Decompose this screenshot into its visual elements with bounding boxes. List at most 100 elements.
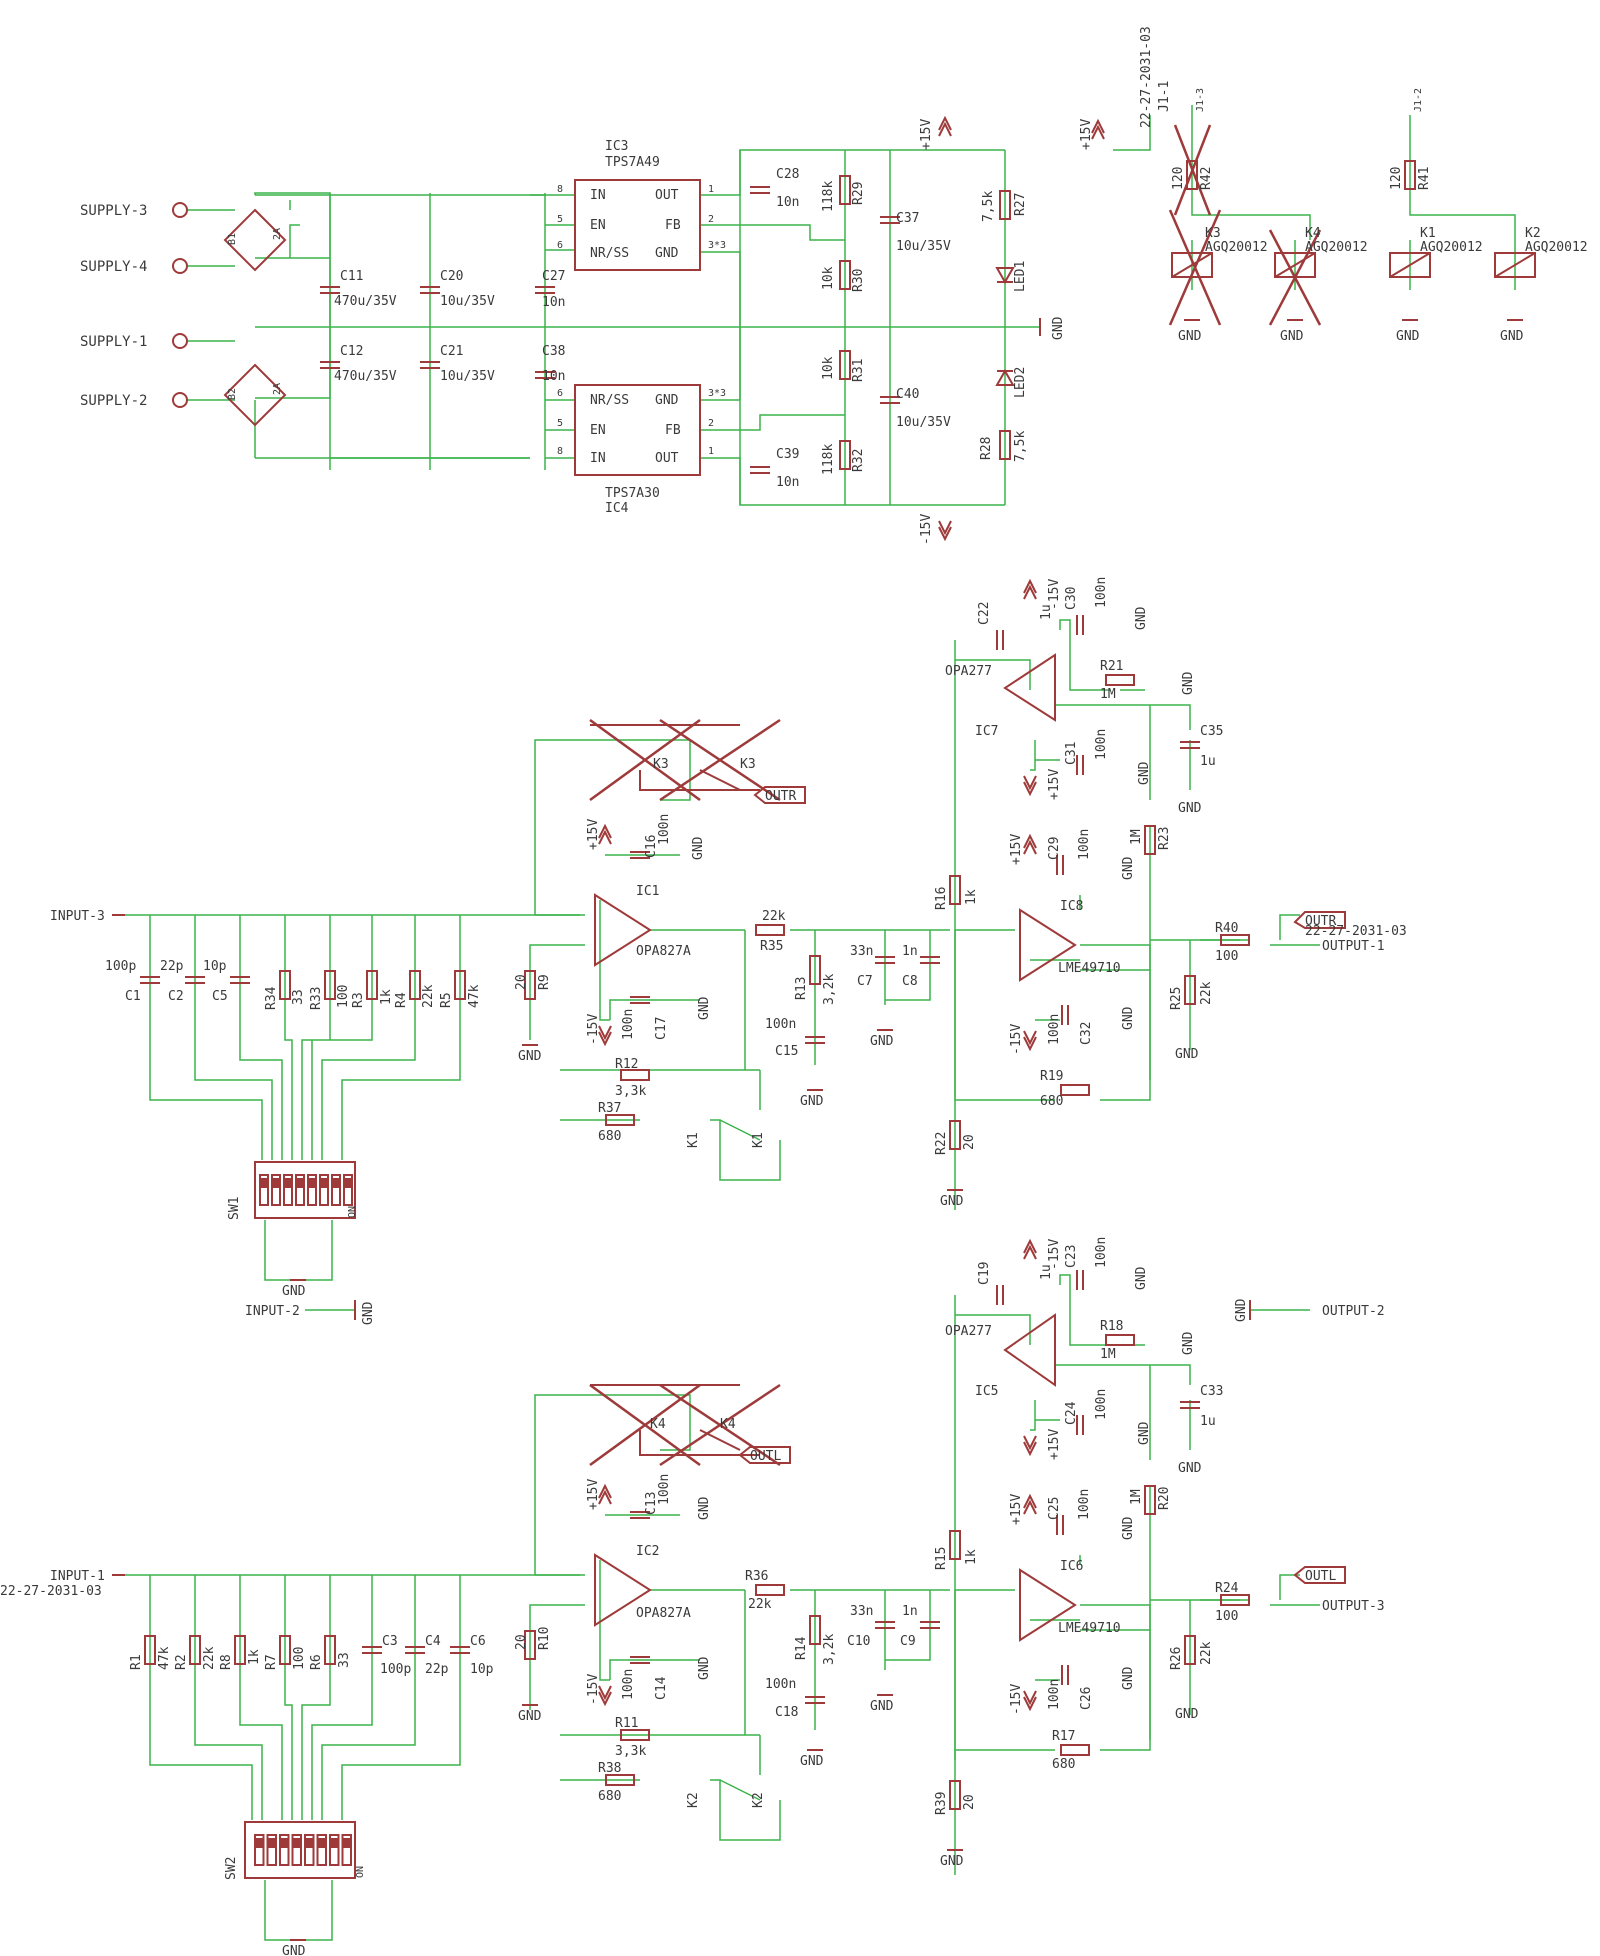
svg-text:1u: 1u [1039, 604, 1054, 620]
svg-text:GND: GND [282, 1284, 306, 1299]
svg-text:+15V: +15V [919, 119, 934, 150]
svg-text:GND: GND [697, 1656, 712, 1680]
dip-toggle-knob [281, 1838, 288, 1848]
svg-text:C33: C33 [1200, 1384, 1223, 1399]
svg-text:FB: FB [665, 218, 681, 233]
svg-text:C22: C22 [977, 602, 992, 625]
dip-toggle[interactable] [295, 1174, 305, 1206]
dip-switch-sw2[interactable]: SW2 ON [224, 1821, 366, 1880]
svg-text:INPUT-1: INPUT-1 [50, 1569, 105, 1584]
svg-text:GND: GND [697, 1496, 712, 1520]
svg-text:3,2k: 3,2k [822, 974, 837, 1005]
svg-text:6: 6 [557, 388, 563, 399]
dip-toggle[interactable] [254, 1834, 265, 1866]
k4-relay-contacts: K4 K4 OUTL [589, 1383, 791, 1467]
svg-text:10k: 10k [821, 356, 836, 380]
svg-text:1u: 1u [1200, 754, 1216, 769]
dip-toggle[interactable] [291, 1834, 302, 1866]
svg-text:IC2: IC2 [636, 1544, 659, 1559]
svg-text:OPA827A: OPA827A [636, 1606, 691, 1621]
svg-text:1k: 1k [379, 989, 394, 1005]
svg-text:K2: K2 [1525, 226, 1541, 241]
dip-toggle[interactable] [316, 1834, 327, 1866]
dip-toggle[interactable] [341, 1834, 352, 1866]
dip-toggle[interactable] [343, 1174, 353, 1206]
svg-text:R4: R4 [394, 992, 409, 1008]
svg-text:K4: K4 [720, 1417, 736, 1432]
dip-toggles-sw2 [254, 1834, 352, 1866]
svg-text:R21: R21 [1100, 659, 1123, 674]
dip-toggle[interactable] [329, 1834, 340, 1866]
dip-toggle[interactable] [259, 1174, 269, 1206]
dip-toggles-sw1 [259, 1174, 353, 1206]
dip-toggle[interactable] [307, 1174, 317, 1206]
dip-toggle[interactable] [266, 1834, 277, 1866]
svg-text:C35: C35 [1200, 724, 1223, 739]
dip-toggle[interactable] [319, 1174, 329, 1206]
dip-toggle-knob [256, 1838, 263, 1848]
svg-text:1M: 1M [1100, 687, 1116, 702]
svg-text:C17: C17 [654, 1017, 669, 1040]
svg-text:GND: GND [800, 1754, 824, 1769]
svg-text:J1-1: J1-1 [1157, 81, 1172, 112]
svg-text:22-27-2031-03: 22-27-2031-03 [1139, 26, 1154, 128]
ic7-opamp: OPA277 IC7 [945, 653, 1056, 739]
dip-toggle-knob [345, 1178, 351, 1188]
label-supply-4: SUPPLY-4 [80, 259, 147, 275]
svg-text:R37: R37 [598, 1101, 621, 1116]
svg-text:AGQ20012: AGQ20012 [1305, 240, 1368, 255]
port-supply-1 [172, 333, 188, 349]
svg-text:22k: 22k [1199, 981, 1214, 1005]
svg-text:R32: R32 [851, 449, 866, 472]
label-supply-3: SUPPLY-3 [80, 203, 147, 219]
dip-toggle[interactable] [271, 1174, 281, 1206]
svg-text:R22: R22 [934, 1132, 949, 1155]
svg-text:OUTL: OUTL [1305, 1569, 1336, 1584]
svg-text:IC6: IC6 [1060, 1559, 1083, 1574]
svg-text:IN: IN [590, 451, 606, 466]
svg-text:22k: 22k [1199, 1641, 1214, 1665]
dip-toggle-knob [297, 1178, 303, 1188]
svg-text:100n: 100n [621, 1669, 636, 1700]
dip-toggle-knob [331, 1838, 338, 1848]
svg-text:OUTPUT-1: OUTPUT-1 [1322, 939, 1385, 954]
ic1-opamp: IC1 OPA827A [594, 884, 691, 967]
svg-text:R23: R23 [1157, 827, 1172, 850]
svg-text:IC1: IC1 [636, 884, 659, 899]
svg-text:22k: 22k [202, 1646, 217, 1670]
dip-toggle[interactable] [283, 1174, 293, 1206]
svg-text:R33: R33 [309, 987, 324, 1010]
svg-text:C14: C14 [654, 1676, 669, 1700]
dip-toggle[interactable] [304, 1834, 315, 1866]
dip-toggle-knob [285, 1178, 291, 1188]
svg-text:1: 1 [708, 184, 714, 195]
svg-text:100n: 100n [1094, 729, 1109, 760]
svg-text:R18: R18 [1100, 1319, 1123, 1334]
svg-text:GND: GND [655, 393, 679, 408]
svg-text:22-27-2031-03: 22-27-2031-03 [0, 1584, 102, 1599]
svg-text:IC5: IC5 [975, 1384, 998, 1399]
svg-text:GND: GND [361, 1301, 376, 1325]
k3-relay-contacts: K3 K3 OUTR [589, 718, 806, 804]
svg-text:GND: GND [800, 1094, 824, 1109]
dip-toggle-knob [321, 1178, 327, 1188]
svg-text:22k: 22k [748, 1597, 772, 1612]
svg-text:7,5k: 7,5k [1013, 431, 1028, 462]
svg-text:C8: C8 [902, 974, 918, 989]
svg-text:10n: 10n [542, 295, 565, 310]
dip-toggle[interactable] [279, 1834, 290, 1866]
svg-text:GND: GND [1175, 1707, 1199, 1722]
ic3-regulator: IC3 TPS7A49 IN EN NR/SS OUT FB GND 8 5 6… [557, 139, 726, 271]
svg-text:1k: 1k [247, 1649, 262, 1665]
svg-text:22k: 22k [421, 984, 436, 1008]
svg-text:SW1: SW1 [227, 1197, 242, 1220]
svg-text:GND: GND [697, 996, 712, 1020]
svg-text:1u: 1u [1039, 1264, 1054, 1280]
svg-text:10k: 10k [821, 266, 836, 290]
svg-text:LME49710: LME49710 [1058, 1621, 1121, 1636]
svg-text:2A: 2A [272, 228, 283, 240]
dip-switch-sw1[interactable]: SW1 ON [227, 1161, 358, 1220]
dip-toggle[interactable] [331, 1174, 341, 1206]
svg-text:118k: 118k [821, 181, 836, 212]
svg-text:R29: R29 [851, 182, 866, 205]
